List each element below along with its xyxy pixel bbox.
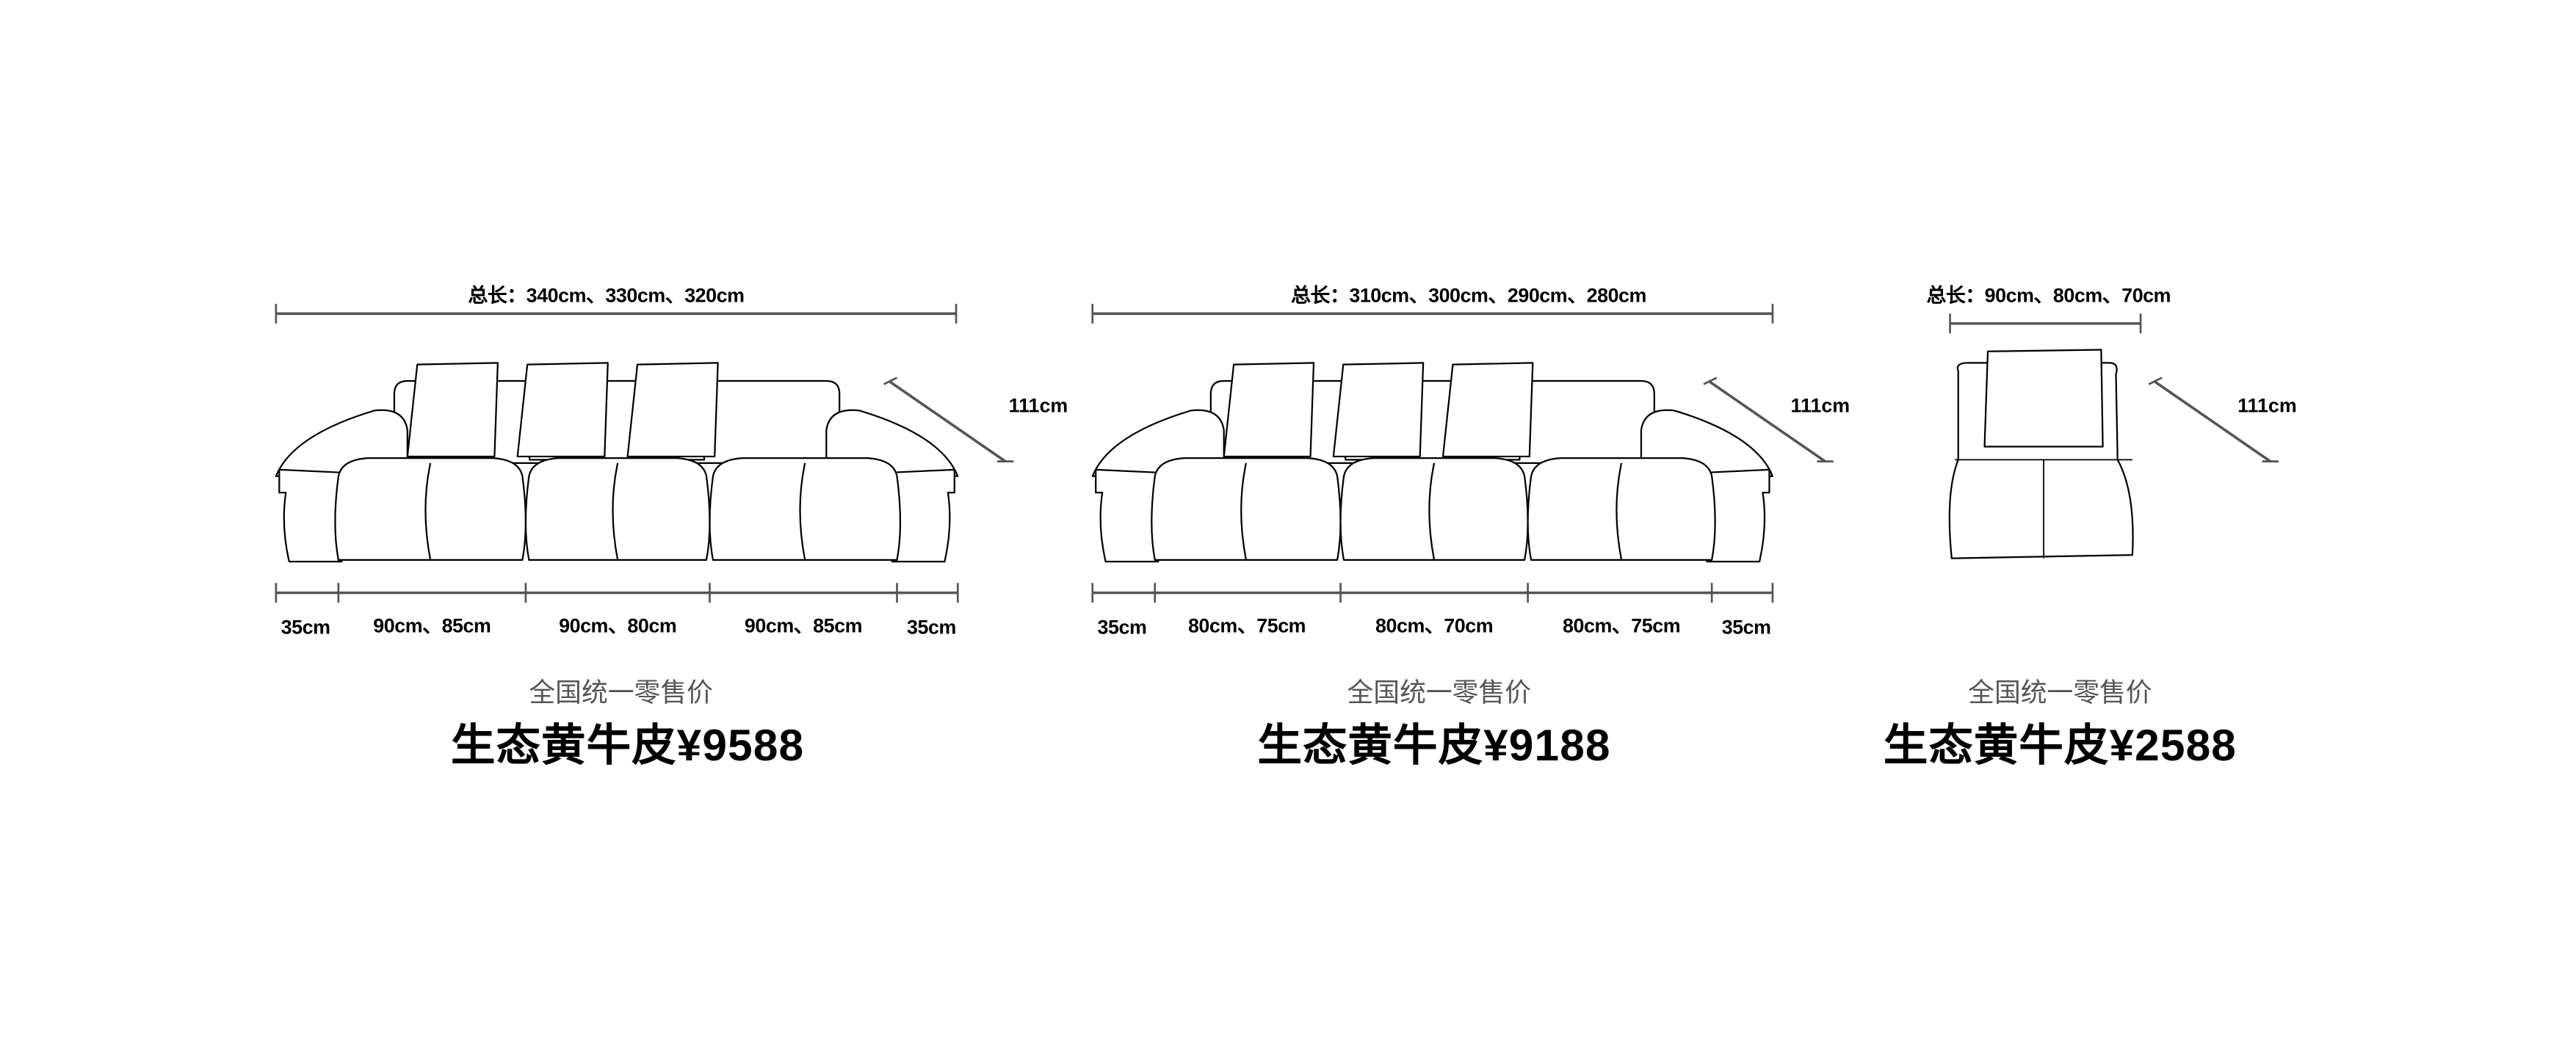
throw-pillow	[1441, 362, 1534, 458]
left-arm-front	[1095, 468, 1169, 563]
retail-price-subtitle: 全国统一零售价	[1968, 680, 2152, 708]
throw-pillow	[516, 362, 609, 458]
segment-label: 35cm	[1721, 615, 1771, 639]
segment-label: 90cm、85cm	[373, 614, 491, 638]
segment-label: 80cm、70cm	[1375, 614, 1494, 638]
back-cushion	[1209, 379, 1655, 465]
dimension-tick	[2148, 377, 2163, 385]
depth-label: 111cm	[2237, 393, 2297, 418]
price: 生态黄牛皮¥9588	[451, 721, 805, 771]
total-length-label: 总长：90cm、80cm、70cm	[1926, 284, 2171, 308]
chair-seam	[1955, 459, 2132, 559]
retail-price-subtitle: 全国统一零售价	[529, 680, 713, 708]
segment-label: 90cm、80cm	[559, 614, 677, 638]
total-length-label: 总长：310cm、300cm、290cm、280cm	[1291, 284, 1646, 308]
segment-label: 35cm	[281, 615, 330, 639]
throw-pillow	[406, 362, 499, 458]
seat-cushion-seam	[799, 462, 806, 561]
price: 生态黄牛皮¥2588	[1883, 721, 2237, 771]
left-arm-front	[278, 468, 352, 563]
throw-pillow	[1983, 349, 2104, 448]
seat-cushion	[524, 457, 711, 561]
dimension-tick	[1703, 377, 1718, 385]
segment-label: 80cm、75cm	[1563, 614, 1681, 638]
segment-label: 35cm	[907, 615, 956, 639]
price: 生态黄牛皮¥9188	[1257, 721, 1611, 771]
segment-label: 90cm、85cm	[744, 614, 863, 638]
back-cushion	[393, 379, 841, 465]
segment-label: 80cm、75cm	[1187, 614, 1306, 638]
depth-dimension-line	[888, 379, 1007, 463]
segment-label: 35cm	[1097, 615, 1147, 639]
seat-cushion-seam	[424, 462, 432, 561]
total-length-label: 总长：340cm、330cm、320cm	[468, 284, 745, 308]
seat-cushion-seam	[1616, 462, 1623, 561]
seat-cushion	[1151, 457, 1342, 561]
seat-cushion-seam	[1428, 462, 1436, 561]
dimension-tick	[883, 377, 898, 385]
depth-dimension-line	[2152, 379, 2271, 463]
depth-label: 111cm	[1790, 393, 1850, 418]
depth-label: 111cm	[1008, 393, 1068, 418]
throw-pillow	[1223, 362, 1315, 458]
seat-cushion	[709, 457, 902, 561]
throw-pillow	[626, 362, 719, 458]
retail-price-subtitle: 全国统一零售价	[1347, 680, 1532, 708]
seat-cushion	[1339, 457, 1529, 561]
depth-dimension-line	[1707, 379, 1826, 463]
seat-cushion-seam	[1240, 462, 1248, 561]
seat-cushion-seam	[612, 462, 619, 561]
seat-cushion	[334, 457, 527, 561]
throw-pillow	[1332, 362, 1425, 458]
seat-cushion	[1527, 457, 1716, 561]
